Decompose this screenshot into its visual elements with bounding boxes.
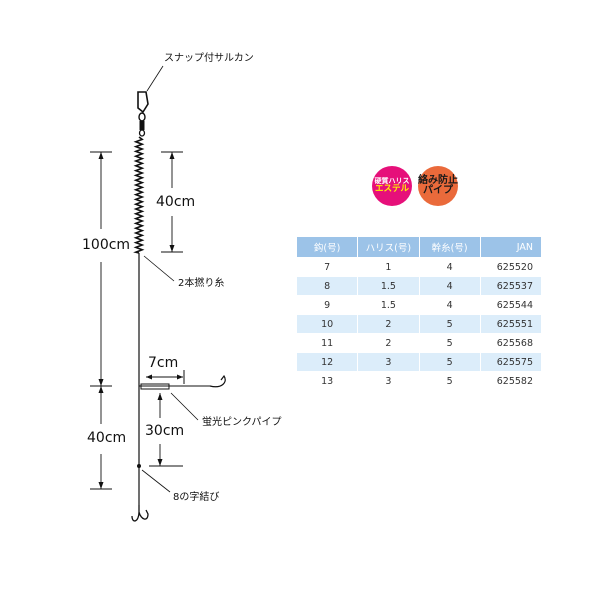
anti-tangle-badge: 絡み防止 パイプ [418,166,458,206]
twisted-line [133,136,145,254]
table-cell: 9 [295,295,359,315]
snap-swivel-label: スナップ付サルカン [164,53,254,64]
table-cell: 10 [295,314,359,334]
twisted-line-label: 2本撚り糸 [178,278,225,289]
table-row: 11 2 5 625568 [295,333,543,353]
snap-swivel-icon [137,91,149,137]
table-row: 7 1 4 625520 [295,257,543,277]
table-cell: 625537 [479,276,543,296]
table-row: 8 1.5 4 625537 [295,276,543,296]
hard-leader-badge-line2: エステル [374,184,409,195]
figure8-knot-icon [137,464,141,468]
table-cell: 4 [418,295,481,315]
anti-tangle-badge-line1: 絡み防止 [418,174,458,186]
table-cell: 2 [357,333,420,353]
table-cell: 13 [295,371,359,391]
table-cell: 625568 [479,333,543,353]
table-cell: 5 [418,314,481,334]
hard-leader-badge-line1: 硬質ハリス [374,176,410,185]
table-cell: 625582 [479,371,543,391]
twisted-length-label: 40cm [156,194,196,210]
bottom-hook-icon [131,505,149,522]
twisted-leader-line [143,255,175,282]
pipe-leader-line [170,392,199,421]
dimension-branch [146,370,185,384]
branch-length-label: 7cm [148,355,179,371]
table-cell: 625544 [479,295,543,315]
dimension-twisted-40cm [161,151,183,253]
knot-leader-line [141,469,171,493]
header-main-line-size: 幹糸(号) [418,236,481,258]
table-cell: 5 [418,333,481,353]
lower-length-label: 40cm [87,430,127,446]
header-jan: JAN [479,236,543,258]
branch-line [139,374,226,390]
spec-table: 鈎(号) ハリス(号) 幹糸(号) JAN 7 1 4 625520 8 1.5… [295,236,543,391]
dimension-100cm [90,151,112,387]
table-cell: 8 [295,276,359,296]
table-row: 13 3 5 625582 [295,371,543,391]
table-cell: 3 [357,371,420,391]
table-cell: 5 [418,352,481,372]
table-cell: 12 [295,352,359,372]
branch-to-knot-label: 30cm [145,423,185,439]
table-cell: 4 [418,257,481,277]
table-row: 12 3 5 625575 [295,352,543,372]
table-row: 9 1.5 4 625544 [295,295,543,315]
table-header-row: 鈎(号) ハリス(号) 幹糸(号) JAN [295,236,543,258]
table-cell: 1.5 [357,276,420,296]
total-length-label: 100cm [82,237,131,253]
dimension-lower-40cm [90,386,112,490]
table-cell: 4 [418,276,481,296]
header-leader-size: ハリス(号) [357,236,420,258]
twisted-line-zigzag [133,136,145,254]
table-cell: 2 [357,314,420,334]
table-cell: 625551 [479,314,543,334]
figure8-knot-label: 8の字結び [173,492,220,503]
anti-tangle-badge-line2: パイプ [423,185,453,196]
table-cell: 11 [295,333,359,353]
table-cell: 1 [357,257,420,277]
hard-leader-badge: 硬質ハリス エステル [372,166,412,206]
table-row: 10 2 5 625551 [295,314,543,334]
snap-leader-line [146,65,164,92]
table-cell: 7 [295,257,359,277]
table-cell: 625520 [479,257,543,277]
table-cell: 1.5 [357,295,420,315]
header-hook-size: 鈎(号) [295,236,359,258]
table-cell: 625575 [479,352,543,372]
fluor-pipe-label: 蛍光ピンクパイプ [202,417,282,428]
dimension-30cm [149,393,183,467]
table-cell: 5 [418,371,481,391]
table-cell: 3 [357,352,420,372]
